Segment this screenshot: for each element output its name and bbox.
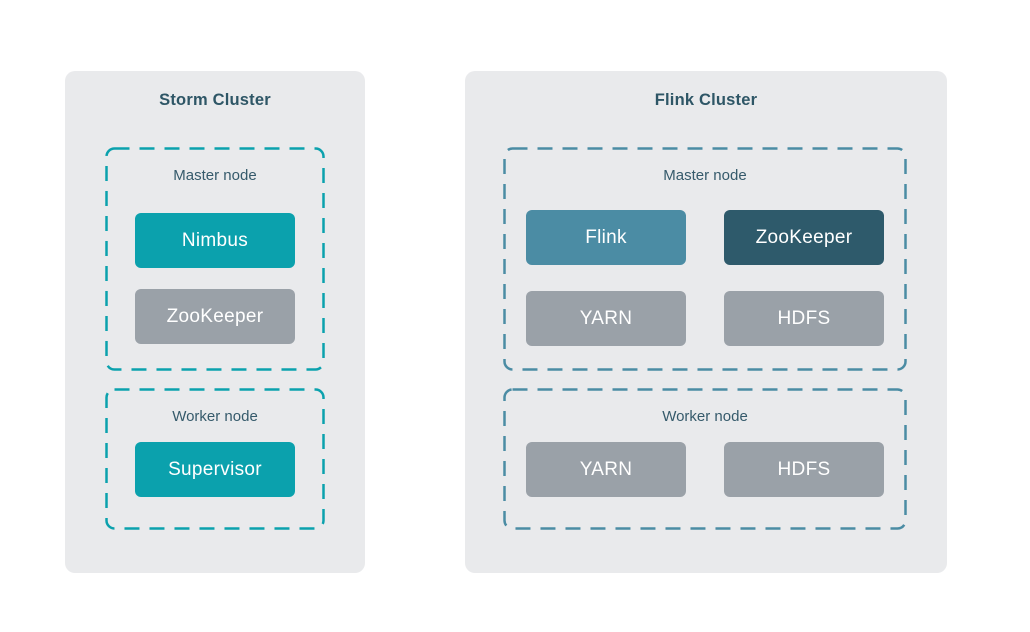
flink-cluster-panel: Flink Cluster Master node Flink ZooKeepe… [465,71,947,573]
flink-master-node-label: Master node [663,167,747,184]
flink-master-node-group: Master node Flink ZooKeeper YARN HDFS [503,147,907,371]
node-supervisor: Supervisor [135,442,295,497]
storm-worker-node-label: Worker node [172,408,258,425]
storm-master-node-label: Master node [173,167,257,184]
dashed-border [503,388,907,530]
storm-cluster-title: Storm Cluster [159,91,271,109]
flink-worker-node-label: Worker node [662,408,748,425]
node-yarn: YARN [526,291,686,346]
dashed-border [105,147,325,371]
storm-master-node-group: Master node Nimbus ZooKeeper [105,147,325,371]
storm-cluster-panel: Storm Cluster Master node Nimbus ZooKeep… [65,71,365,573]
node-hdfs: HDFS [724,442,884,497]
node-zookeeper: ZooKeeper [135,289,295,344]
node-nimbus: Nimbus [135,213,295,268]
flink-worker-node-group: Worker node YARN HDFS [503,388,907,530]
node-hdfs: HDFS [724,291,884,346]
storm-worker-node-group: Worker node Supervisor [105,388,325,530]
node-yarn: YARN [526,442,686,497]
dashed-border [105,388,325,530]
node-flink: Flink [526,210,686,265]
flink-cluster-title: Flink Cluster [654,91,758,109]
node-zookeeper: ZooKeeper [724,210,884,265]
dashed-border [503,147,907,371]
